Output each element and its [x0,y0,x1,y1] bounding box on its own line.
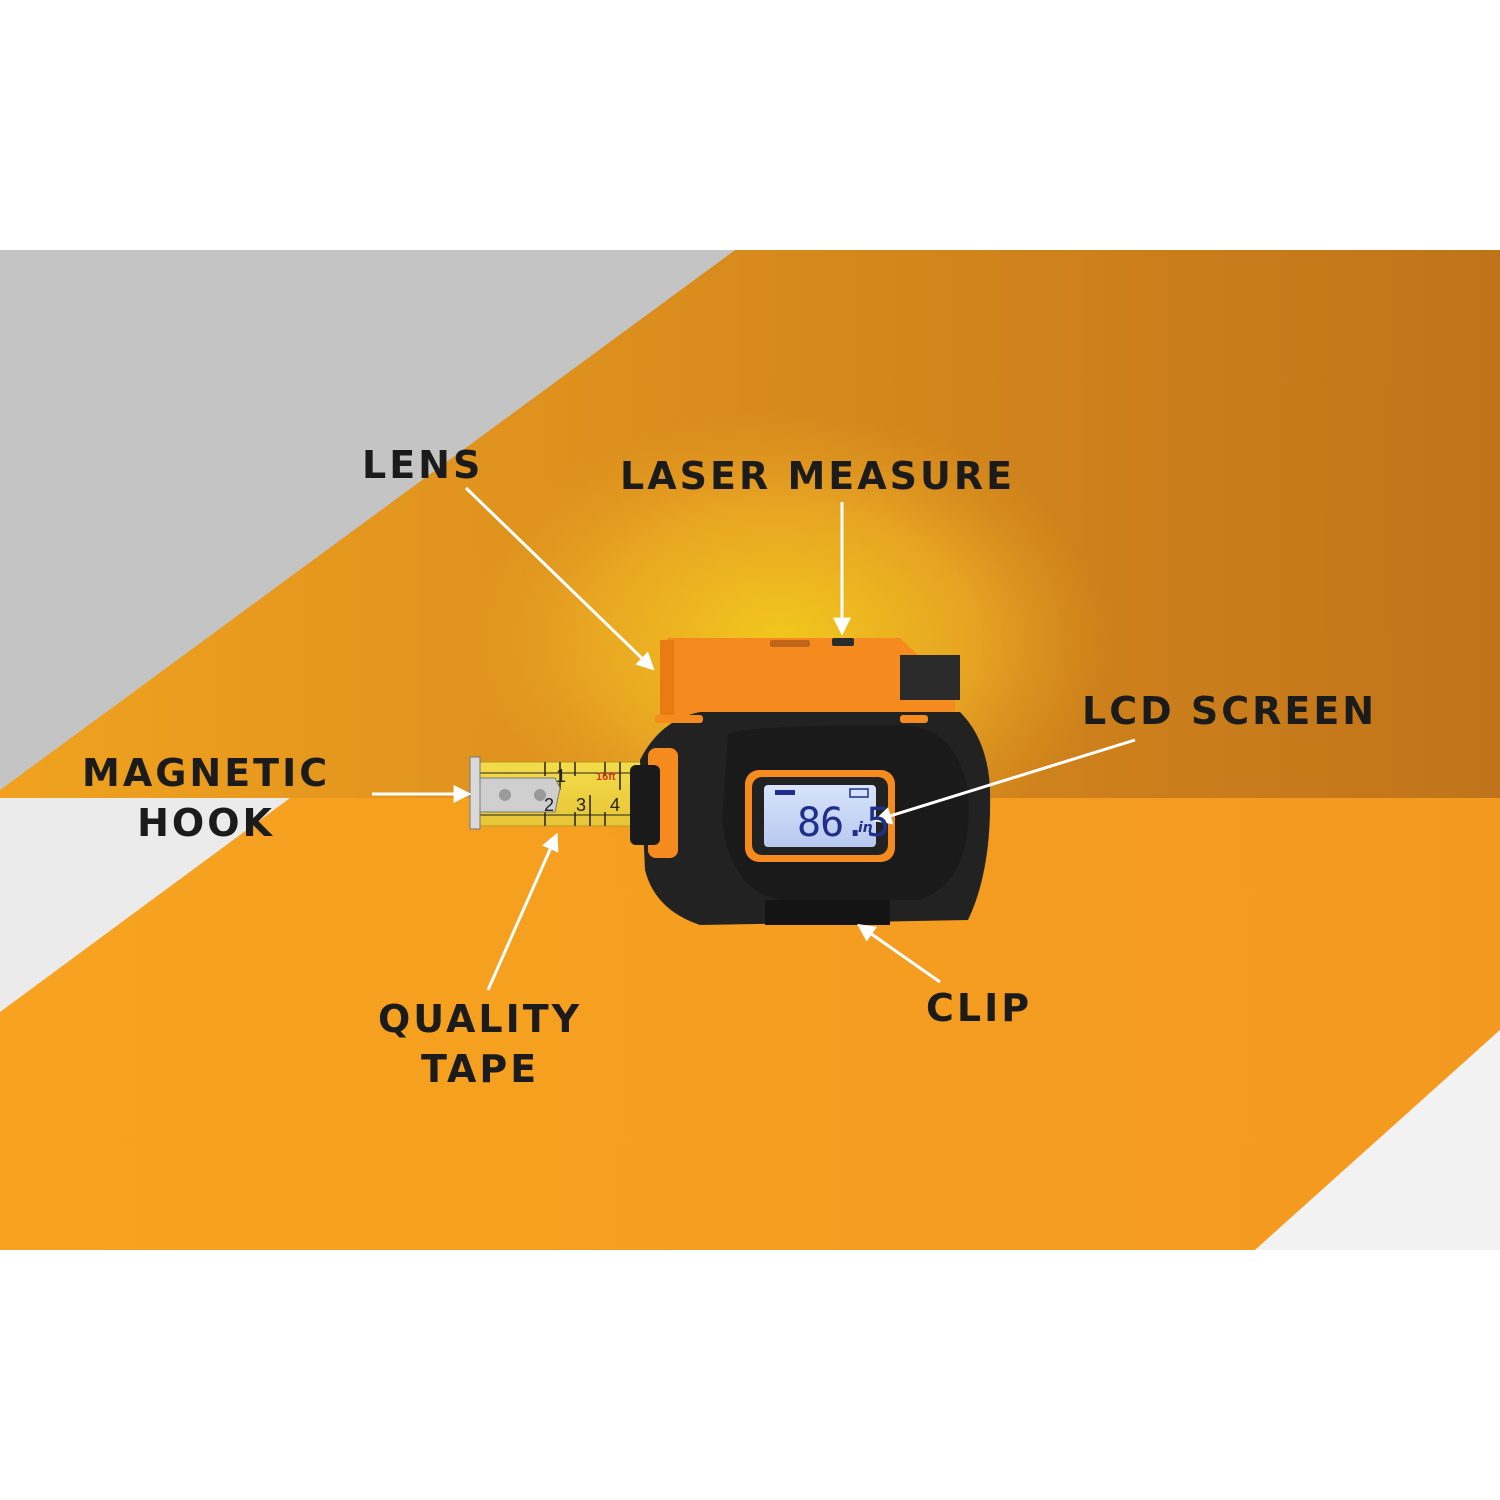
tape-number-4: 4 [610,795,621,815]
background [0,250,1500,1250]
quality-tape-arrow [486,832,559,991]
tape-length-mark: 16ft [596,771,616,783]
tape-number-2: 2 [544,795,555,815]
magnetic-hook-label-line1: MAGNETIC [82,751,331,795]
tape-number-3: 3 [576,795,587,815]
lcd-unit: in [858,820,873,836]
quality-tape-label-line2: TAPE [421,1047,540,1091]
laser-measure-label: LASER MEASURE [620,454,1016,498]
lcd-screen-arrow [873,738,1136,825]
clip-arrow [857,923,941,984]
magnetic-hook-label-line2: HOOK [137,801,275,845]
quality-tape-label-line1: QUALITY [378,997,583,1041]
lens-arrow [464,486,655,671]
tape-number-1: 1 [556,766,567,786]
tape-measure-body [630,712,991,925]
lcd-reading: 86.5 [797,800,890,846]
clip-label: CLIP [926,986,1033,1030]
lens-label: LENS [362,443,484,487]
laser-module [660,638,960,716]
quality-tape-label: QUALITY TAPE [378,994,582,1094]
callout-arrows [372,486,1136,991]
magnetic-hook-label: MAGNETIC HOOK [82,748,330,848]
lcd-screen-label: LCD SCREEN [1082,689,1378,733]
